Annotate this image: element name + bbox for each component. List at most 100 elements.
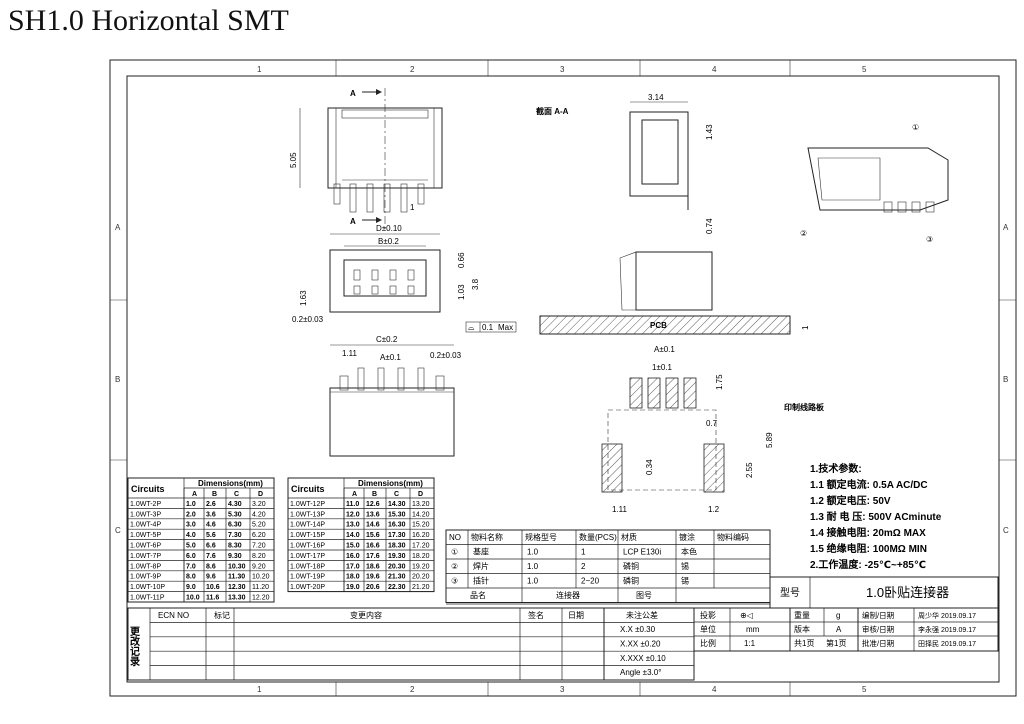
bom-cell-2-5: 锡 <box>681 577 689 586</box>
role-value-1: 李永强 2019.09.17 <box>918 625 976 634</box>
dim-left-cell-4-3: 8.30 <box>228 543 242 550</box>
bom-cell-0-1: 基座 <box>473 547 489 557</box>
grid-row-left-a: A <box>115 223 121 232</box>
dim-left-cell-0-2: 2.6 <box>206 501 216 508</box>
dim-left-cell-0-1: 1.0 <box>186 501 196 508</box>
dim-right-cell-5-0: 1.0WT-17P <box>290 553 325 560</box>
grid-col-top-2: 2 <box>410 65 415 74</box>
svg-text:⌓: ⌓ <box>468 323 475 332</box>
dim-right-cell-0-0: 1.0WT-12P <box>290 501 325 508</box>
section-title: 截面 A-A <box>536 106 569 116</box>
grid-col-bottom-4: 4 <box>712 685 717 694</box>
spec-line-5: 1.5 绝缘电阻: 100MΩ MIN <box>810 542 927 555</box>
bom-cell-2-4: 磷铜 <box>623 576 639 586</box>
dim-left-header-circuits: Circuits <box>131 484 165 494</box>
dim-right-cell-5-2: 17.6 <box>366 553 380 560</box>
role-value-2: 田择民 2019.09.17 <box>918 639 976 648</box>
dim-left-cell-8-4: 11.20 <box>252 584 269 591</box>
fp-dim-111: 1.11 <box>612 505 628 514</box>
dim-left-cell-5-3: 9.30 <box>228 553 242 560</box>
dim-right-cell-6-0: 1.0WT-18P <box>290 563 325 570</box>
dim-left-cell-5-4: 8.20 <box>252 553 266 560</box>
bottom-view: C±0.2 1.11 A±0.1 0.2±0.03 <box>329 335 462 457</box>
dim-right-cell-0-4: 13.20 <box>412 501 430 508</box>
spec-line-4: 1.4 接触电阻: 20mΩ MAX <box>810 526 926 539</box>
dim-left-cell-3-3: 7.30 <box>228 532 242 539</box>
grid-row-left-b: B <box>115 375 120 384</box>
bom-footer-name-value: 连接器 <box>556 590 580 600</box>
bom-cell-1-4: 磷铜 <box>623 561 639 571</box>
footprint-view: A±0.1 1±0.1 1.75 0.7 5.89 0.34 2.55 1.11… <box>601 345 825 514</box>
dim-right-cell-1-4: 14.20 <box>412 511 430 518</box>
fp-dim-12: 1.2 <box>708 505 720 514</box>
dim-right-cell-5-3: 19.30 <box>388 553 406 560</box>
weight-value: g <box>836 611 840 620</box>
pages-total: 共1页 <box>794 639 814 648</box>
bom-cell-1-0: ② <box>451 562 458 571</box>
dim-right-cell-1-2: 13.6 <box>366 511 380 518</box>
dim-left-sub-1: B <box>212 491 217 498</box>
dim-right-cell-8-3: 22.30 <box>388 584 406 591</box>
unit-label: 单位 <box>700 624 716 634</box>
dim-02-003: 0.2±0.03 <box>292 315 324 324</box>
dim-left-cell-3-0: 1.0WT-5P <box>130 532 161 539</box>
bom-header-6: 物料编码 <box>717 532 749 542</box>
dim-left-cell-2-1: 3.0 <box>186 522 196 529</box>
pcb-view: PCB 1 <box>539 251 810 335</box>
dim-left-cell-6-1: 7.0 <box>186 563 196 570</box>
bom-cell-0-5: 本色 <box>681 547 697 557</box>
fp-dim-07: 0.7 <box>706 419 718 428</box>
dim-right-cell-6-4: 19.20 <box>412 563 430 570</box>
grid-row-right-c: C <box>1003 526 1009 535</box>
page-title: SH1.0 Horizontal SMT <box>8 4 289 37</box>
model-value: 1.0卧贴连接器 <box>866 585 949 600</box>
dim-left-cell-5-2: 7.6 <box>206 553 216 560</box>
dim-right-cell-7-0: 1.0WT-19P <box>290 574 325 581</box>
grid-row-right-b: B <box>1003 375 1008 384</box>
grid-col-bottom-5: 5 <box>862 685 867 694</box>
change-header-2: 变更内容 <box>350 610 382 620</box>
dim-left-cell-1-1: 2.0 <box>186 511 196 518</box>
dim-right-cell-1-0: 1.0WT-13P <box>290 511 325 518</box>
dim-left-cell-0-3: 4.30 <box>228 501 242 508</box>
bom-cell-0-3: 1 <box>581 548 586 557</box>
dim-left-cell-2-2: 4.6 <box>206 522 216 529</box>
dim-left-cell-3-1: 4.0 <box>186 532 196 539</box>
scale-label: 比例 <box>700 638 716 648</box>
dim-right-cell-8-4: 21.20 <box>412 584 430 591</box>
dim-314: 3.14 <box>648 93 664 102</box>
dim-left-cell-3-2: 5.6 <box>206 532 216 539</box>
dim-right-cell-8-2: 20.6 <box>366 584 380 591</box>
tech-specs: 1.技术参数: 1.1 额定电流: 0.5A AC/DC 1.2 额定电压: 5… <box>810 462 942 571</box>
bom-header-3: 数量(PCS) <box>579 532 617 542</box>
dim-right-sub-3: D <box>418 491 423 498</box>
dim-left-cell-1-3: 5.30 <box>228 511 242 518</box>
pcb-label: PCB <box>650 321 667 330</box>
fp-dim-589: 5.89 <box>765 432 774 448</box>
grid-labels: 1 2 3 4 5 1 2 3 4 5 A B C A B C <box>115 65 1009 694</box>
dim-right-cell-6-3: 20.30 <box>388 563 406 570</box>
flatness-value: 0.1 <box>482 323 494 332</box>
bom-cell-2-2: 1.0 <box>527 577 539 586</box>
tolerance-3: Angle ±3.0° <box>620 668 661 677</box>
dim-left-cell-8-0: 1.0WT-10P <box>130 584 165 591</box>
dim-right-cell-7-4: 20.20 <box>412 574 430 581</box>
role-label-2: 批准/日期 <box>862 638 894 648</box>
fp-dim-1: 1±0.1 <box>652 363 673 372</box>
grid-col-top-4: 4 <box>712 65 717 74</box>
dim-left-cell-0-4: 3.20 <box>252 501 266 508</box>
role-label-1: 审核/日期 <box>862 624 894 634</box>
dim-111: 1.11 <box>342 349 358 358</box>
dim-right-cell-6-1: 17.0 <box>346 563 360 570</box>
dim-left-cell-8-3: 12.30 <box>228 584 246 591</box>
dim-505: 5.05 <box>289 152 298 168</box>
dim-left-cell-9-2: 11.6 <box>206 595 219 602</box>
version-label: 版本 <box>794 624 810 634</box>
dim-left-cell-1-4: 4.20 <box>252 511 266 518</box>
bom-header-5: 镀涂 <box>679 532 695 542</box>
dim-right-cell-2-0: 1.0WT-14P <box>290 522 325 529</box>
grid-col-top-1: 1 <box>257 65 262 74</box>
dim-right-cell-5-1: 16.0 <box>346 553 360 560</box>
change-record-label: 更改记录 <box>128 626 140 667</box>
dim-right-cell-0-1: 11.0 <box>346 501 359 508</box>
